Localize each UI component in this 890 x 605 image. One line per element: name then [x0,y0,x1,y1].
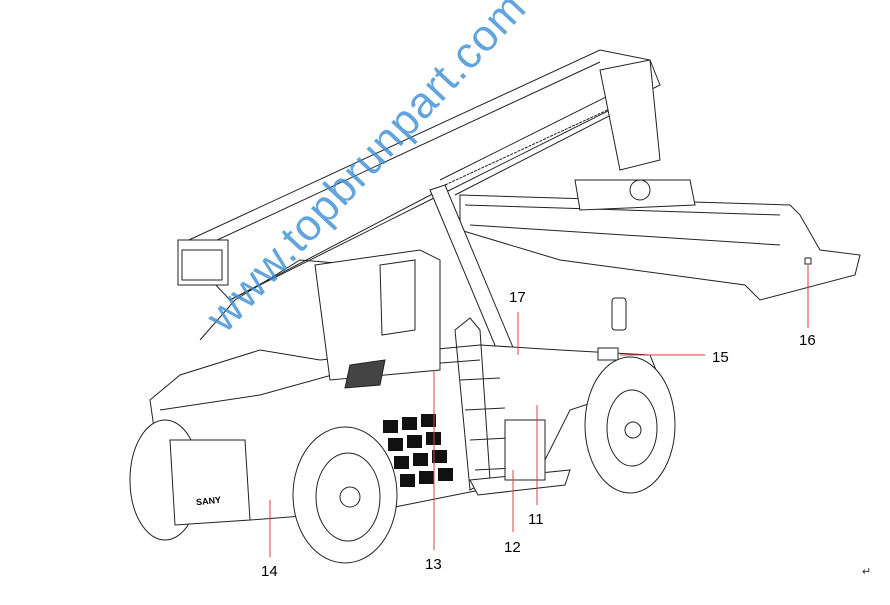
callout-15: 17 [509,289,526,306]
paragraph-mark: ↵ [862,566,872,578]
chassis [149,249,661,521]
wheels [129,356,676,564]
leader-lines [269,265,809,557]
spreader [459,59,861,301]
callout-17: 15 [712,349,729,366]
callout-13: 13 [425,556,442,573]
callout-14: 14 [261,563,278,580]
callout-16: 16 [799,332,816,349]
callout-12: 12 [504,539,521,556]
callout-11: 11 [528,511,544,528]
step-grid [383,414,453,487]
